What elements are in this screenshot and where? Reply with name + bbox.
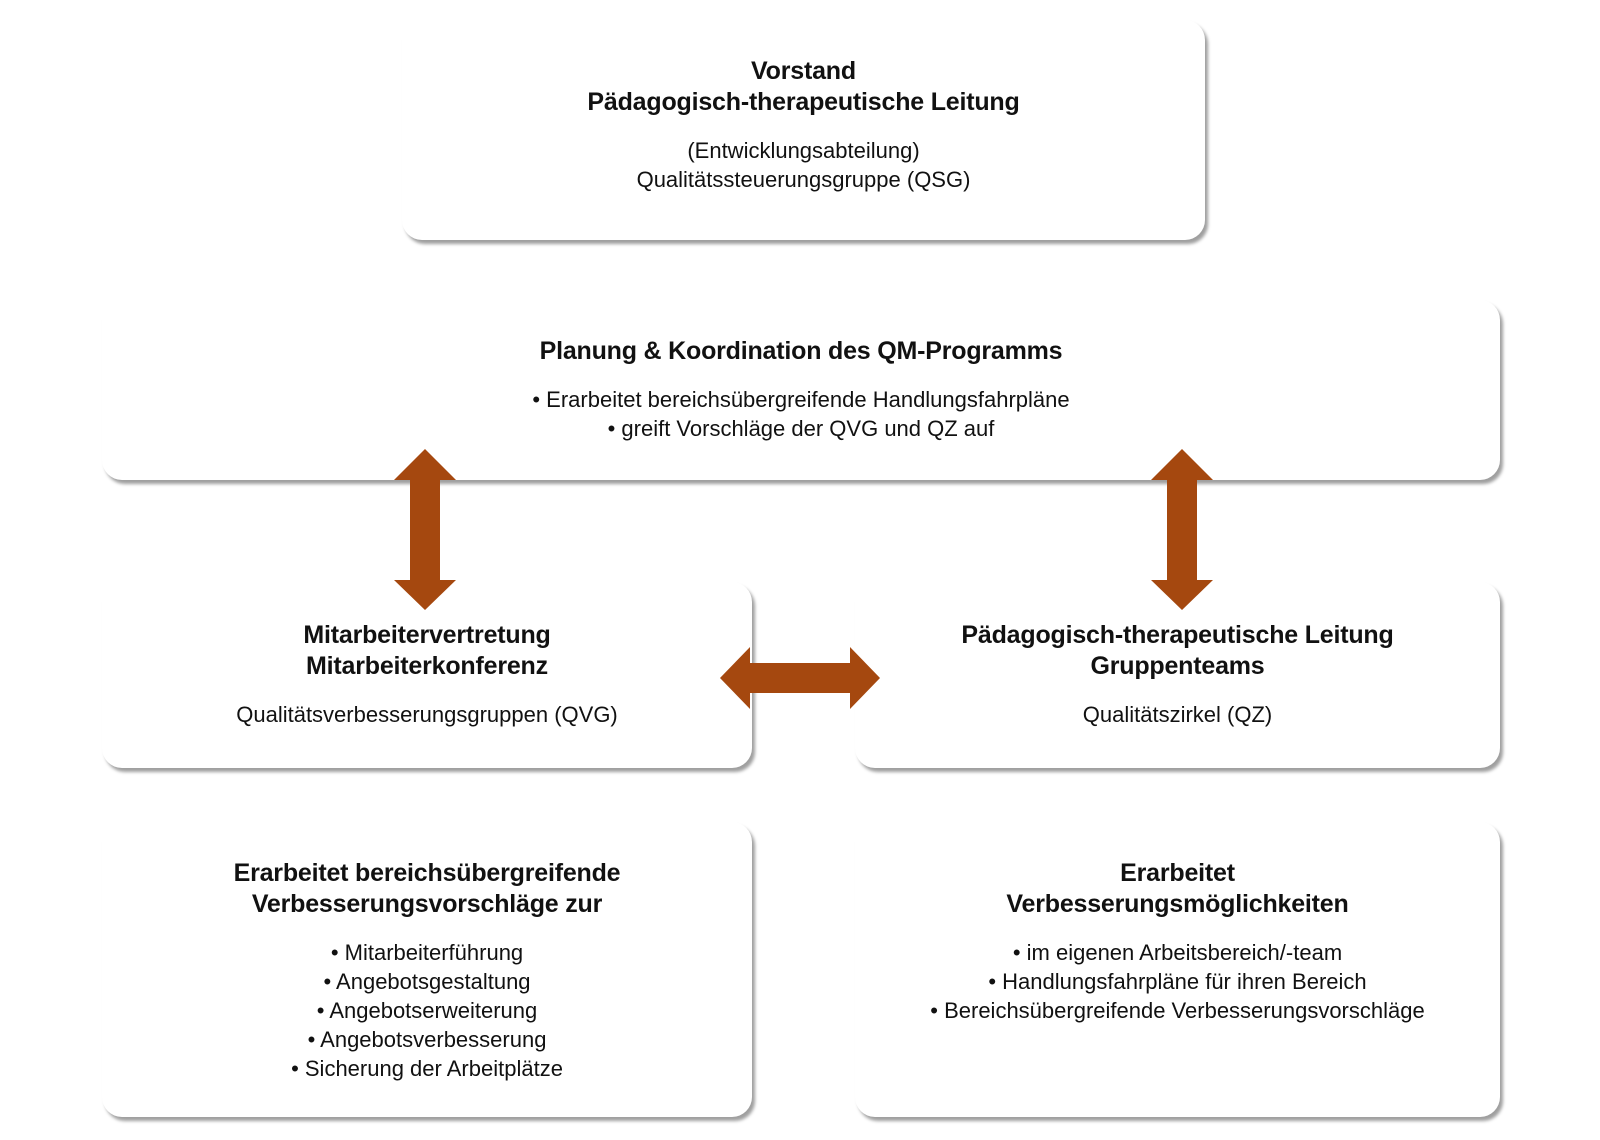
body-line: • Handlungsfahrpläne für ihren Bereich (988, 969, 1367, 994)
title-line: Mitarbeitervertretung (303, 621, 551, 649)
box-verbesserungsvorschlaege: Erarbeitet bereichsübergreifende Verbess… (102, 822, 752, 1117)
box-body: • im eigenen Arbeitsbereich/-team • Hand… (930, 938, 1424, 1025)
box-title: Erarbeitet bereichsübergreifende Verbess… (234, 858, 621, 920)
title-line: Gruppenteams (1090, 652, 1265, 680)
body-line: • im eigenen Arbeitsbereich/-team (1012, 940, 1343, 965)
box-title: Pädagogisch-therapeutische Leitung Grupp… (961, 620, 1393, 682)
box-vorstand: Vorstand Pädagogisch-therapeutische Leit… (402, 20, 1205, 240)
body-line: • greift Vorschläge der QVG und QZ auf (607, 416, 995, 441)
body-line: • Erarbeitet bereichsübergreifende Handl… (532, 387, 1070, 412)
box-planning: Planung & Koordination des QM-Programms … (102, 300, 1500, 480)
body-line: • Bereichsübergreifende Verbesserungsvor… (930, 998, 1425, 1023)
box-verbesserungsmoeglichkeiten: Erarbeitet Verbesserungsmöglichkeiten • … (855, 822, 1500, 1117)
box-gruppenteams: Pädagogisch-therapeutische Leitung Grupp… (855, 582, 1500, 768)
body-line: • Angebotserweiterung (316, 998, 538, 1023)
box-mitarbeitervertretung: Mitarbeitervertretung Mitarbeiterkonfere… (102, 582, 752, 768)
body-line: (Entwicklungsabteilung) (687, 138, 920, 163)
box-body: (Entwicklungsabteilung) Qualitätssteueru… (637, 136, 971, 194)
box-body: Qualitätsverbesserungsgruppen (QVG) (236, 700, 618, 729)
box-title: Vorstand Pädagogisch-therapeutische Leit… (587, 56, 1019, 118)
box-body: Qualitätszirkel (QZ) (1083, 700, 1272, 729)
title-line: Erarbeitet (1120, 859, 1235, 887)
title-line: Planung & Koordination des QM-Programms (539, 337, 1063, 365)
box-title: Mitarbeitervertretung Mitarbeiterkonfere… (303, 620, 550, 682)
body-line: • Angebotsgestaltung (323, 969, 531, 994)
title-line: Vorstand (751, 57, 856, 85)
title-line: Pädagogisch-therapeutische Leitung (961, 621, 1394, 649)
title-line: Verbesserungsmöglichkeiten (1006, 890, 1349, 918)
title-line: Erarbeitet bereichsübergreifende (233, 859, 621, 887)
body-line: • Sicherung der Arbeitplätze (291, 1056, 563, 1081)
body-line: • Angebotsverbesserung (307, 1027, 547, 1052)
body-line: • Mitarbeiterführung (330, 940, 524, 965)
body-line: Qualitätssteuerungsgruppe (QSG) (636, 167, 971, 192)
title-line: Pädagogisch-therapeutische Leitung (587, 88, 1020, 116)
body-line: Qualitätszirkel (QZ) (1082, 702, 1273, 727)
box-title: Planung & Koordination des QM-Programms (540, 336, 1063, 367)
title-line: Verbesserungsvorschläge zur (251, 890, 603, 918)
body-line: Qualitätsverbesserungsgruppen (QVG) (236, 702, 618, 727)
title-line: Mitarbeiterkonferenz (306, 652, 548, 680)
box-body: • Mitarbeiterführung • Angebotsgestaltun… (291, 938, 563, 1083)
box-body: • Erarbeitet bereichsübergreifende Handl… (532, 385, 1069, 443)
box-title: Erarbeitet Verbesserungsmöglichkeiten (1006, 858, 1348, 920)
